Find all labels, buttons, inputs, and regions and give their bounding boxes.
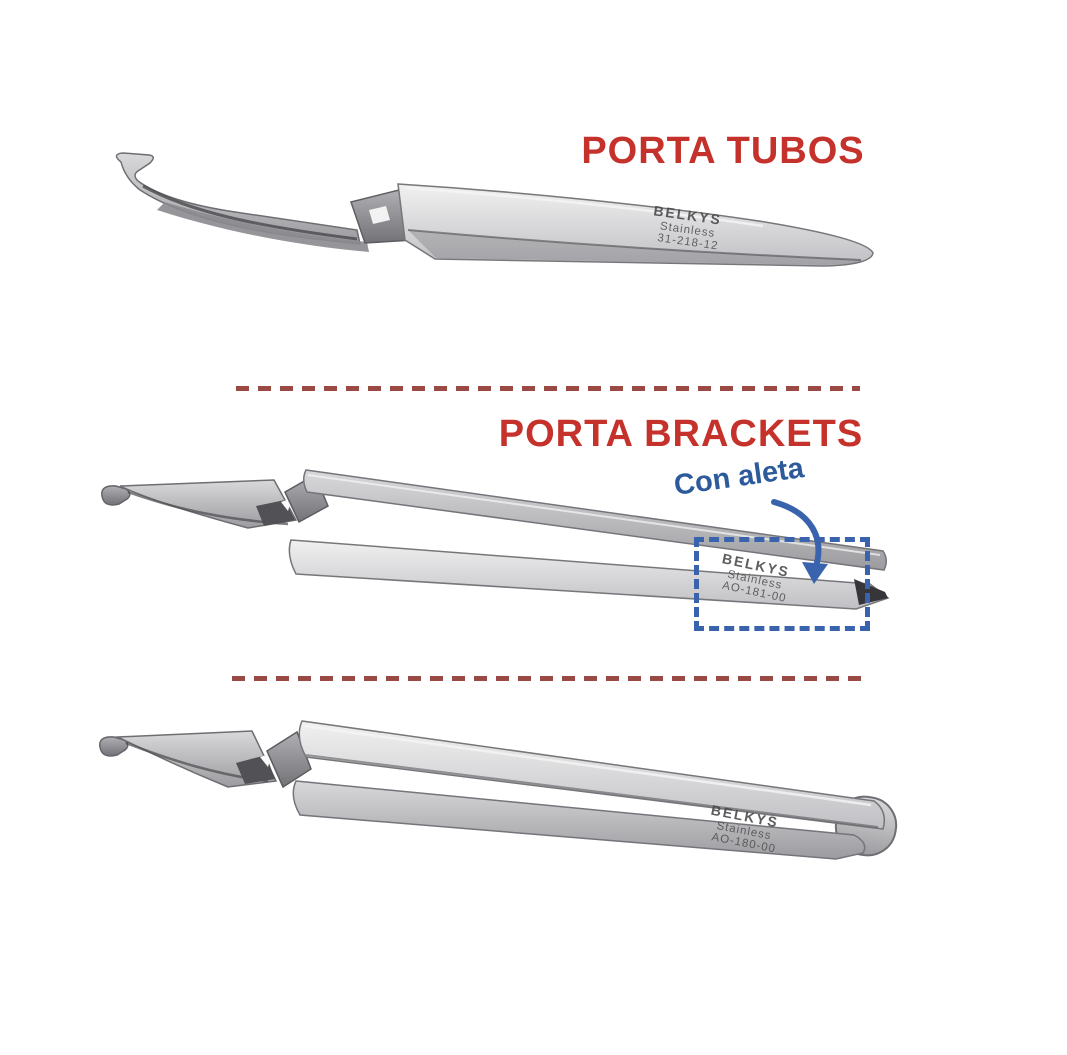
product-photo-porta-tubos: BELKYS Stainless 31-218-12: [115, 152, 874, 267]
tweezer-arm-shadow: [305, 754, 879, 828]
curved-arrow-icon: [771, 499, 828, 584]
tweezer-clasp-hole: [369, 206, 390, 224]
tweezer-lower-arm: [288, 539, 890, 610]
product-photo-porta-brackets-sin-aleta: BELKYS Stainless AO-180-00: [99, 720, 898, 860]
aleta-highlight-box: [694, 537, 870, 631]
tweezer-body: [397, 183, 874, 267]
tweezer-upper-arm: [298, 720, 886, 830]
tweezer-body-seam: [407, 229, 862, 261]
tweezer-body-glint: [404, 186, 764, 228]
tweezer-tip-seam: [142, 184, 358, 241]
section-divider: [232, 676, 862, 681]
tweezer-aleta-tab: [854, 579, 888, 605]
engraving-porta-brackets-sin-aleta: BELKYS Stainless AO-180-00: [710, 802, 781, 856]
tweezer-tip-wedge: [115, 730, 278, 788]
section-title-porta-tubos: PORTA TUBOS: [581, 130, 865, 172]
tweezer-lower-tine: [157, 202, 369, 252]
tweezer-lower-arm: [292, 780, 866, 860]
tweezer-upper-arm-glint: [304, 724, 872, 807]
section-title-porta-brackets: PORTA BRACKETS: [498, 413, 864, 455]
product-photo-porta-brackets-con-aleta: BELKYS Stainless AO-181-00: [101, 469, 890, 610]
section-divider: [236, 386, 860, 391]
tweezer-clasp: [266, 730, 312, 789]
tweezer-tip-wedge: [119, 479, 298, 529]
